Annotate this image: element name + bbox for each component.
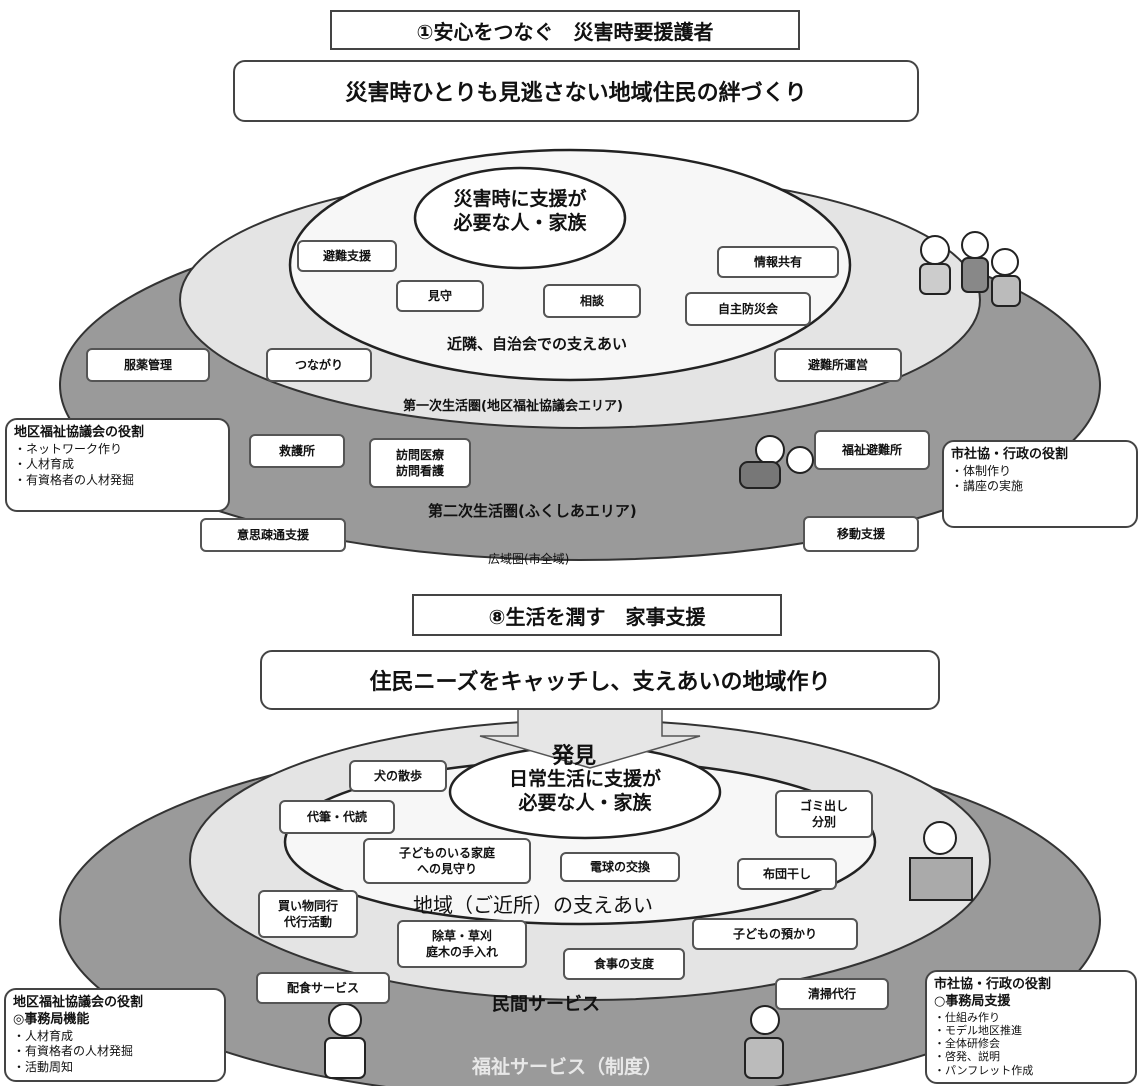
home-care-line-2: 訪問看護	[395, 464, 444, 478]
s1-left-role-item: ネットワーク作り	[14, 442, 221, 458]
s1-left-role-list: ネットワーク作り 人材育成 有資格者の人材発掘	[14, 442, 221, 489]
box-connection: つながり	[266, 348, 372, 382]
box-dog-walk: 犬の散歩	[349, 760, 447, 792]
box-childcare: 子どもの預かり	[692, 918, 858, 950]
s2-left-role-subtitle: ◎事務局機能	[13, 1011, 90, 1027]
s1-right-role-item: 体制作り	[951, 464, 1129, 480]
box-welfare-shelter: 福祉避難所	[814, 430, 930, 470]
s1-inner-label: 近隣、自治会での支えあい	[447, 335, 628, 353]
box-communication: 意思疎通支援	[200, 518, 346, 552]
section2-center-text: 日常生活に支援が 必要な人・家族	[480, 768, 690, 816]
garbage-line-1: ゴミ出し	[799, 798, 848, 813]
s2-left-role-title: 地区福祉協議会の役割	[13, 995, 144, 1010]
weeding-line-2: 庭木の手入れ	[425, 945, 498, 959]
s2-right-role-list: 仕組み作り モデル地区推進 全体研修会 啓発、説明 パンフレット作成	[934, 1011, 1128, 1077]
s2-outer-label: 福祉サービス（制度）	[472, 1056, 663, 1078]
s2-right-role-item: 啓発、説明	[934, 1050, 1128, 1063]
s1-left-role-item: 人材育成	[14, 457, 221, 473]
box-cleaning: 清掃代行	[775, 978, 889, 1010]
shopping-line-1: 買い物同行	[277, 898, 338, 913]
box-watch: 見守	[396, 280, 484, 312]
home-care-line-1: 訪問医療	[395, 447, 444, 462]
box-evac-operation: 避難所運営	[774, 348, 902, 382]
box-self-defense: 自主防災会	[685, 292, 811, 326]
child-watch-line-1: 子どものいる家庭	[398, 845, 495, 860]
s2-left-role-item: 有資格者の人材発掘	[13, 1044, 217, 1060]
s2-left-role-item: 活動周知	[13, 1060, 217, 1076]
s2-right-role-item: モデル地区推進	[934, 1024, 1128, 1037]
s1-right-role-item: 講座の実施	[951, 479, 1129, 495]
box-meal-delivery: 配食サービス	[256, 972, 390, 1004]
shopping-line-2: 代行活動	[283, 915, 332, 929]
box-home-care: 訪問医療 訪問看護	[369, 438, 471, 488]
box-meal-support: 食事の支度	[563, 948, 685, 980]
section1-banner: 災害時ひとりも見逃さない地域住民の絆づくり	[233, 60, 919, 122]
box-consult: 相談	[543, 284, 641, 318]
s1-right-role-box: 市社協・行政の役割 体制作り 講座の実施	[942, 440, 1138, 528]
s2-right-role-item: 仕組み作り	[934, 1011, 1128, 1024]
s1-right-role-list: 体制作り 講座の実施	[951, 464, 1129, 495]
child-watch-line-2: への見守り	[416, 862, 477, 876]
center2-line-1: 日常生活に支援が	[508, 768, 661, 790]
s1-middle-label: 第一次生活圏(地区福祉協議会エリア)	[403, 399, 623, 414]
weeding-line-1: 除草・草刈	[431, 928, 492, 943]
s2-right-role-item: 全体研修会	[934, 1037, 1128, 1050]
center-line-1: 災害時に支援が	[453, 188, 587, 210]
center-line-2: 必要な人・家族	[453, 211, 587, 234]
s2-left-role-list: 人材育成 有資格者の人材発掘 活動周知	[13, 1029, 217, 1076]
box-futon: 布団干し	[737, 858, 837, 890]
box-weeding: 除草・草刈 庭木の手入れ	[397, 920, 527, 968]
section1-title: ①安心をつなぐ 災害時要援護者	[330, 10, 800, 50]
section2-title: ⑧生活を潤す 家事支援	[412, 594, 782, 636]
box-shopping: 買い物同行 代行活動	[258, 890, 358, 938]
section1-center-text: 災害時に支援が 必要な人・家族	[425, 188, 615, 236]
s1-right-role-title: 市社協・行政の役割	[951, 447, 1069, 462]
s2-middle-label: 民間サービス	[492, 994, 600, 1015]
center2-line-2: 必要な人・家族	[518, 791, 652, 814]
s2-inner-label: 地域（ご近所）の支えあい	[413, 893, 653, 917]
people-illustration	[324, 231, 1021, 1079]
box-mobility: 移動支援	[803, 516, 919, 552]
box-child-watch: 子どものいる家庭 への見守り	[363, 838, 531, 884]
box-garbage: ゴミ出し 分別	[775, 790, 873, 838]
s2-right-role-box: 市社協・行政の役割 ○事務局支援 仕組み作り モデル地区推進 全体研修会 啓発、…	[925, 970, 1137, 1084]
box-bulb: 電球の交換	[560, 852, 680, 882]
s1-outside-label: 広域圏(市全域)	[488, 552, 570, 566]
box-aid-station: 救護所	[249, 434, 345, 468]
s1-center-ellipse	[413, 166, 627, 270]
box-health-mgmt: 服薬管理	[86, 348, 210, 382]
s2-right-role-title: 市社協・行政の役割	[934, 977, 1052, 992]
s1-left-role-title: 地区福祉協議会の役割	[14, 425, 145, 440]
box-proxy: 代筆・代読	[279, 800, 395, 834]
garbage-line-2: 分別	[811, 815, 836, 829]
box-evac-support: 避難支援	[297, 240, 397, 272]
s2-left-role-box: 地区福祉協議会の役割 ◎事務局機能 人材育成 有資格者の人材発掘 活動周知	[4, 988, 226, 1082]
s1-left-role-box: 地区福祉協議会の役割 ネットワーク作り 人材育成 有資格者の人材発掘	[5, 418, 230, 512]
box-info-share: 情報共有	[717, 246, 839, 278]
section2-banner: 住民ニーズをキャッチし、支えあいの地域作り	[260, 650, 940, 710]
discover-label: 発見	[552, 744, 597, 769]
s2-right-role-subtitle: ○事務局支援	[934, 993, 1011, 1009]
s2-left-role-item: 人材育成	[13, 1029, 217, 1045]
s1-left-role-item: 有資格者の人材発掘	[14, 473, 221, 489]
s1-outer-label: 第二次生活圏(ふくしあエリア)	[428, 502, 637, 520]
s2-right-role-item: パンフレット作成	[934, 1064, 1128, 1077]
